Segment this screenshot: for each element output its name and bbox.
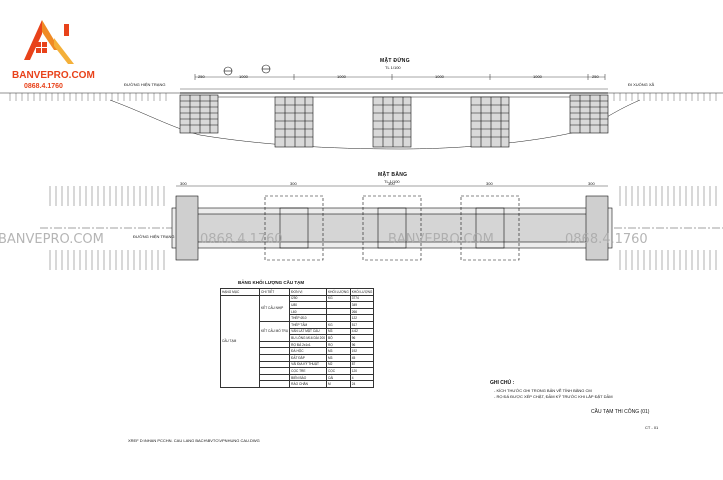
- plan-drawing: [40, 185, 723, 270]
- plan-dim-3: 300: [388, 181, 395, 186]
- span-dim-1: 1000: [239, 74, 248, 79]
- elevation-bank-left: ĐƯỜNG HIỆN TRẠNG: [124, 82, 166, 87]
- watermark-phone-left: 0868.4.1760: [200, 232, 283, 247]
- watermark-strip: BANVEPRO.COM 0868.4.1760 BANVEPRO.COM 08…: [0, 232, 723, 248]
- plan-dim-4: 300: [486, 181, 493, 186]
- plan-dim-1: 300: [180, 181, 187, 186]
- watermark-brand-left: BANVEPRO.COM: [0, 232, 104, 247]
- plan-dim-5: 300: [588, 181, 595, 186]
- house-logo-icon: [24, 20, 74, 64]
- plan-bank-left: ĐƯỜNG HIỆN TRẠNG: [133, 234, 175, 239]
- brand-name: BANVEPRO.COM: [12, 70, 95, 81]
- table-subgroup: KẾT CẤU MỐ TRỤ: [258, 320, 291, 342]
- note-line: - KÍCH THƯỚC GHI TRONG BẢN VẼ TÍNH BẰNG …: [494, 388, 592, 393]
- span-dim-4: 1000: [533, 74, 542, 79]
- xref-footer: XREF D:\NHAN PCCHN. CAU LANG BACH\BVTC\V…: [128, 438, 260, 443]
- notes-title: GHI CHÚ :: [490, 380, 515, 386]
- watermark-brand-mid: BANVEPRO.COM: [388, 232, 494, 247]
- span-dim-3: 1000: [435, 74, 444, 79]
- elevation-title: MẶT ĐỨNG: [380, 58, 410, 64]
- abutment-right: [569, 94, 609, 134]
- elevation-scale: TL 1/100: [385, 65, 401, 70]
- table-title: BẢNG KHỐI LƯỢNG CẦU TẠM: [238, 280, 305, 285]
- watermark-phone-right: 0868.4.1760: [565, 232, 648, 247]
- elevation-drawing: [0, 64, 723, 150]
- table-group: CẦU TẠM: [220, 294, 260, 388]
- table-header: KHỐI LƯỢNG: [326, 288, 351, 296]
- abutment-left: [179, 94, 219, 134]
- note-line: - RỌ ĐÁ ĐƯỢC XẾP CHẶT, ĐẦM KỸ TRƯỚC KHI …: [494, 394, 613, 399]
- sheet-number: CT - 01: [645, 425, 659, 430]
- pier-2: [372, 96, 412, 148]
- span-dim-2: 1000: [337, 74, 346, 79]
- table-header: CHI TIẾT: [258, 288, 291, 296]
- elevation-bank-right: ĐI XUỐNG XÃ: [628, 82, 655, 87]
- plan-title: MẶT BẰNG: [378, 172, 408, 178]
- pier-1: [274, 96, 314, 148]
- plan-scale: TL 1/100: [384, 179, 400, 184]
- table-header-row: HẠNG MỤC CHI TIẾT ĐƠN VỊ KHỐI LƯỢNG KHỐI…: [220, 288, 375, 296]
- plan-dim-2: 300: [290, 181, 297, 186]
- pier-3: [470, 96, 510, 148]
- quantity-table: HẠNG MỤC CHI TIẾT ĐƠN VỊ KHỐI LƯỢNG KHỐI…: [220, 288, 375, 388]
- table-subgroup: KẾT CẤU NHỊP: [258, 294, 291, 322]
- table-header: KHỐI LƯỢNG: [349, 288, 375, 296]
- end-dim-left: 250: [198, 74, 205, 79]
- table-header: ĐƠN VỊ: [289, 288, 327, 296]
- table-header: HẠNG MỤC: [220, 288, 260, 296]
- end-dim-right: 250: [592, 74, 599, 79]
- brand-phone: 0868.4.1760: [24, 83, 63, 90]
- sheet-title: CẦU TẠM THI CÔNG (01): [591, 409, 650, 415]
- brand-logo: BANVEPRO.COM 0868.4.1760: [12, 10, 104, 95]
